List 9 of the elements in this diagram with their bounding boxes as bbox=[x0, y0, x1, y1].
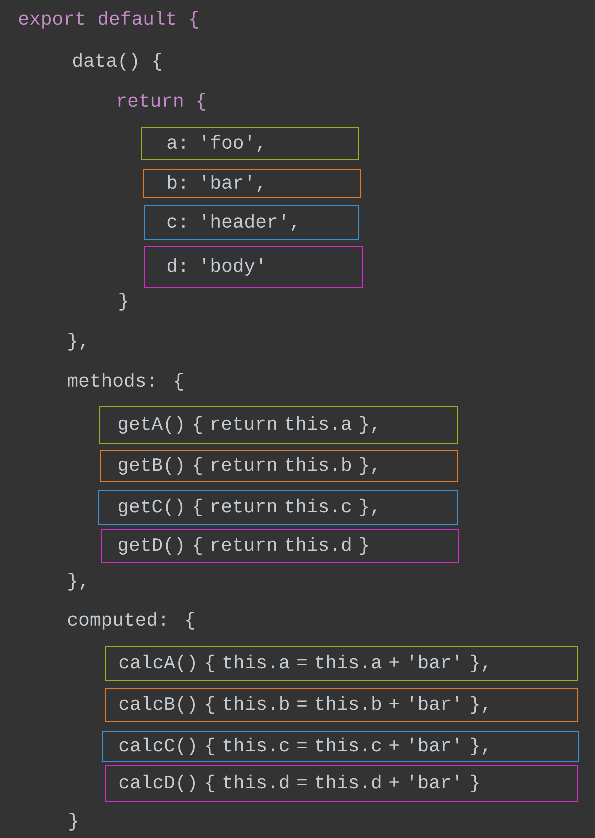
code-line: computed: { bbox=[68, 612, 194, 630]
code-line: export default { bbox=[19, 11, 198, 29]
code-line: }, bbox=[68, 573, 85, 591]
code-line: } bbox=[70, 813, 78, 831]
code-line: }, bbox=[68, 333, 85, 351]
code-line: methods: { bbox=[68, 373, 183, 391]
code-line: return { bbox=[118, 93, 206, 111]
code-line: data() { bbox=[73, 53, 162, 71]
code-line: } bbox=[120, 293, 128, 311]
